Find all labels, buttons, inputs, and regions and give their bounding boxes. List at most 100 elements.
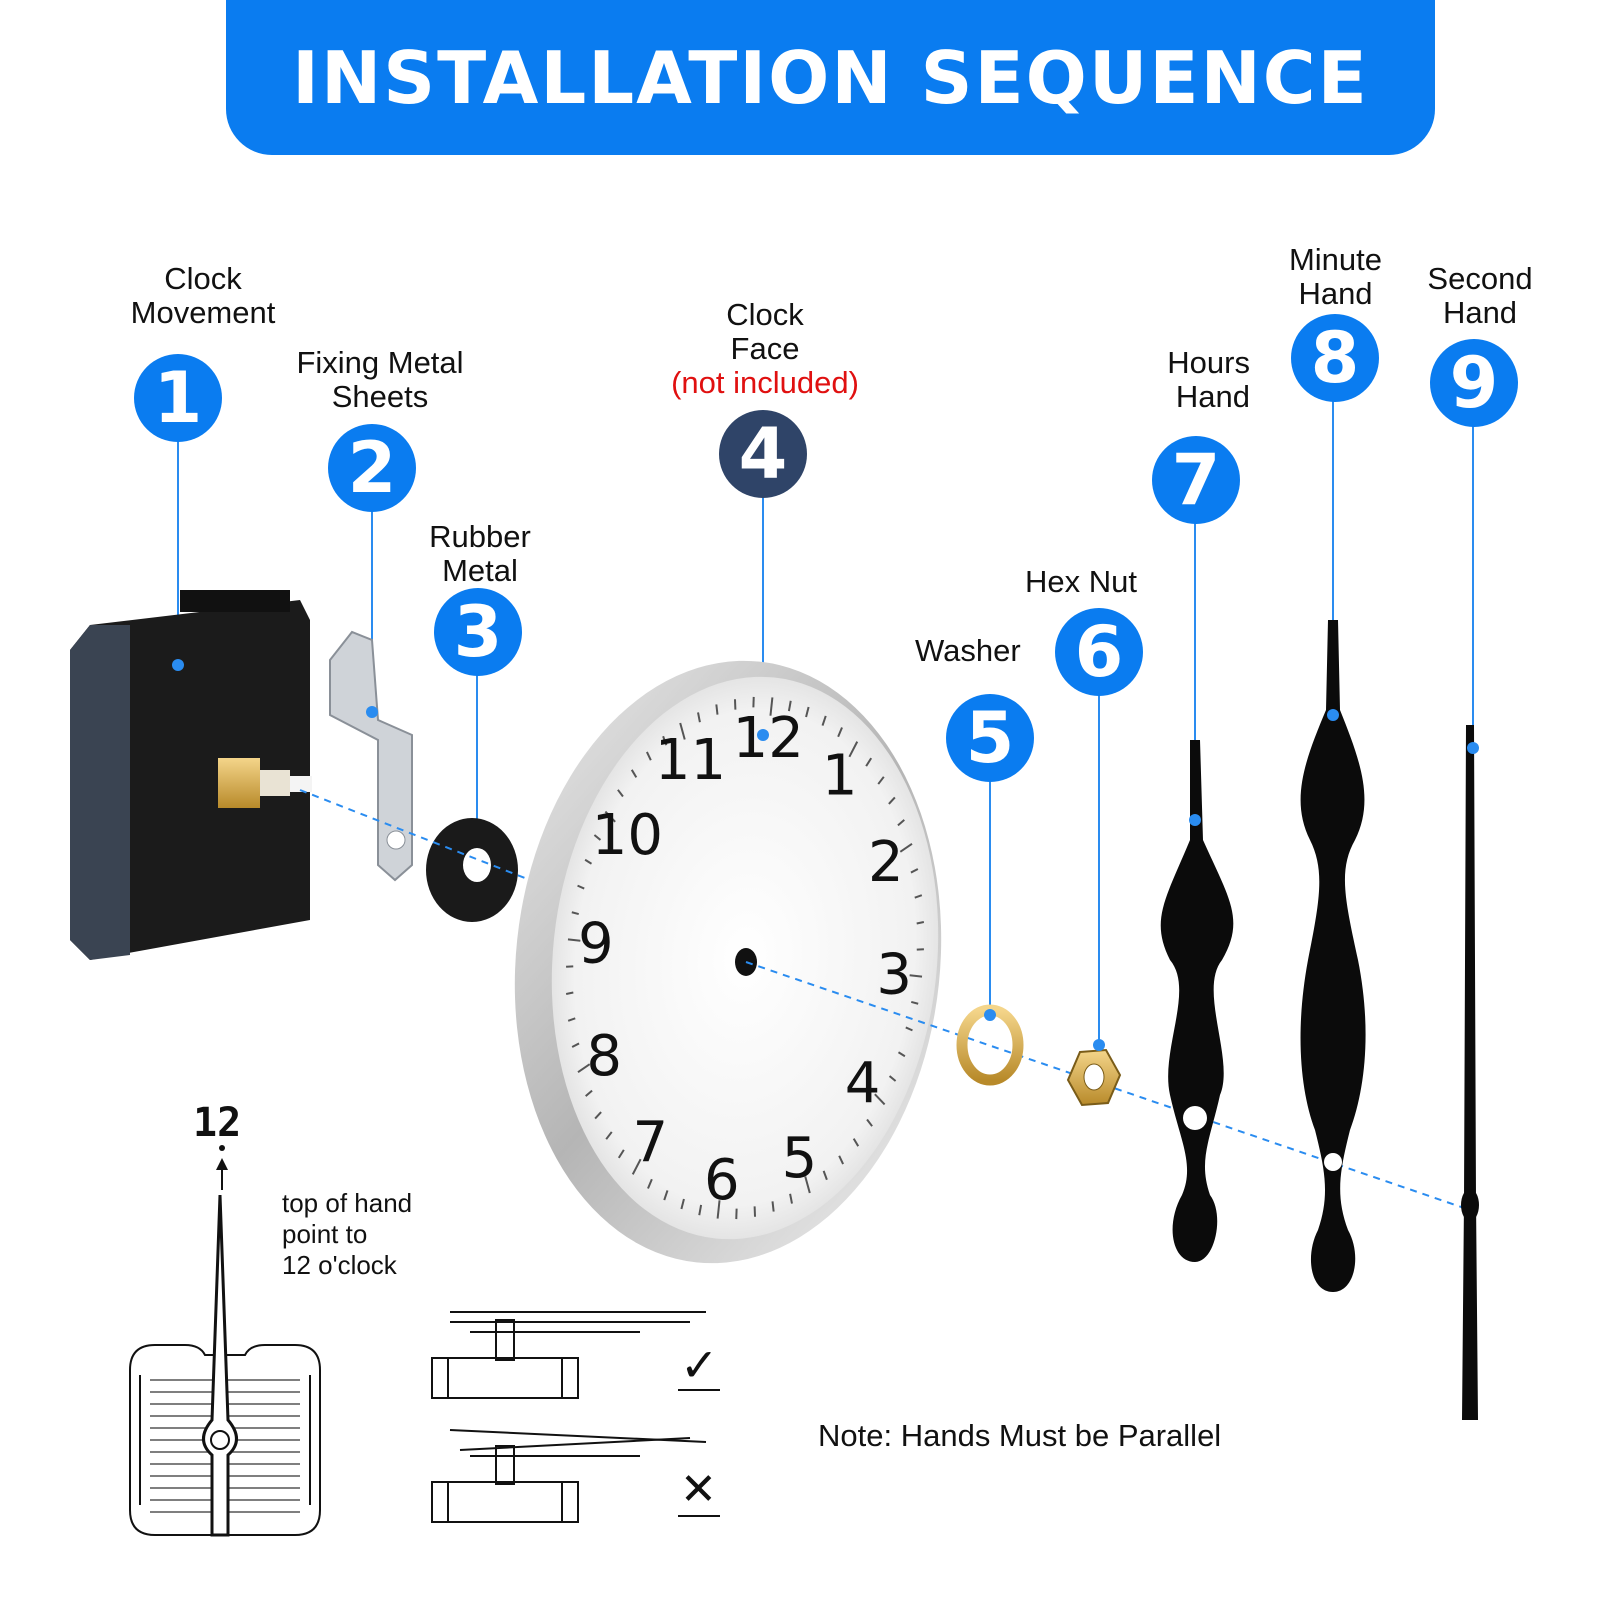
clock-tick [888,796,896,805]
clock-tick [605,1131,613,1140]
clock-tick [567,938,581,942]
alignment-instruction: top of hand point to 12 o'clock [282,1188,413,1280]
clock-tick [789,1193,793,1204]
step-badge-3: 3 [434,588,522,676]
clock-tick [662,735,668,746]
hex-nut-illustration [1066,1039,1122,1107]
clock-tick [874,1093,886,1106]
clock-tick [630,769,638,778]
clock-tick [897,819,905,827]
label-washer: Washer [915,633,1021,668]
clock-numeral: 2 [868,830,904,895]
clock-tick [584,858,593,865]
clock-movement-illustration [70,590,312,960]
clock-tick [822,1170,828,1181]
clock-tick [593,834,602,841]
clock-tick [594,1111,602,1120]
step-badge-2: 2 [328,424,416,512]
clock-tick [565,991,574,995]
clock-numeral: 3 [876,943,912,1008]
clock-numeral: 1 [822,744,858,809]
correct-check-icon: ✓ [680,1339,719,1391]
clock-tick [567,1017,576,1022]
clock-numeral: 7 [632,1110,668,1175]
clock-tick [888,1075,897,1082]
clock-numeral: 4 [845,1051,881,1116]
clock-tick [631,1158,642,1175]
clock-tick [617,1149,625,1159]
rubber-washer-illustration [426,818,518,922]
clock-tick [805,706,810,718]
clock-tick [647,1178,653,1189]
clock-tick [645,751,652,761]
clock-tick [577,1063,591,1073]
clock-tick [916,921,925,925]
clock-numeral: 11 [655,728,726,793]
second-hand-illustration [1461,725,1479,1420]
hour-hand-illustration [1160,740,1234,1262]
clock-tick [787,700,792,712]
parallel-note: Note: Hands Must be Parallel [818,1418,1222,1453]
clock-tick [852,1138,860,1147]
clock-numeral: 6 [704,1148,740,1213]
twelve-marker: 12 [193,1100,242,1146]
step-badge-5: 5 [946,694,1034,782]
clock-tick [914,894,923,899]
not-included-warning: (not included) [671,365,859,400]
step-badge-8: 8 [1291,314,1379,402]
clock-tick [837,727,843,738]
clock-numeral: 10 [592,803,663,868]
clock-tick [604,810,616,823]
parallel-correct-sketch [431,1311,720,1399]
clock-tick [911,1000,919,1005]
parallel-wrong-sketch [431,1429,720,1523]
clock-tick [585,1089,593,1097]
clock-numeral: 8 [586,1024,622,1089]
clock-tick [910,868,919,874]
clock-tick [821,715,827,726]
title-banner: INSTALLATION SEQUENCE [226,0,1435,155]
clock-numeral: 9 [578,911,614,976]
clock-numeral: 5 [782,1126,818,1191]
clock-tick [571,911,579,916]
hand-alignment-sketch [129,1145,321,1537]
clock-tick [715,704,719,715]
clock-tick [897,1051,906,1058]
clock-numeral: 12 [733,706,804,771]
clock-tick [804,1176,811,1194]
clock-tick [679,722,686,740]
clock-tick [680,1198,685,1210]
clock-tick [697,712,701,723]
clock-tick [769,697,774,716]
washer-illustration [956,1004,1024,1086]
page-title: INSTALLATION SEQUENCE [292,35,1369,120]
minute-hand-illustration [1300,620,1366,1292]
clock-tick [909,974,923,978]
clock-tick [905,1026,913,1032]
fixing-metal-sheet-illustration [329,630,413,882]
step-badge-9: 9 [1430,339,1518,427]
label-hex-nut: Hex Nut [1025,564,1137,599]
clock-tick [771,1201,775,1212]
clock-tick [838,1155,845,1165]
clock-tick [866,1118,873,1127]
clock-tick [663,1190,669,1201]
clock-tick [698,1204,703,1216]
clock-tick [571,1042,580,1048]
clock-tick [865,757,873,767]
clock-tick [848,741,859,758]
step-badge-6: 6 [1055,608,1143,696]
step-badge-1: 1 [134,354,222,442]
wrong-cross-icon: ✕ [680,1465,717,1514]
clock-tick [716,1200,721,1219]
